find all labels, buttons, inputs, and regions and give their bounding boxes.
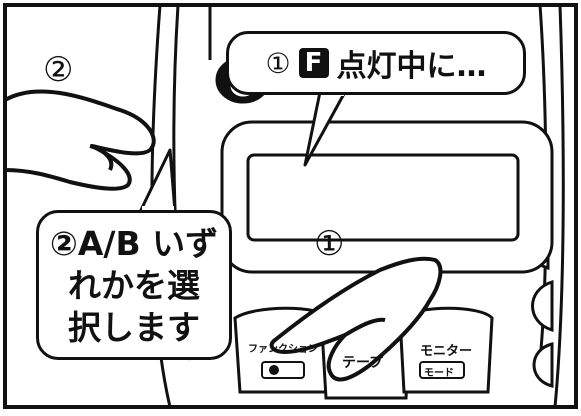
step-number-1: ① [265, 46, 291, 80]
left-callout-line-2: れかを選 [68, 266, 200, 305]
monitor-mode-label: モード [424, 368, 454, 379]
left-callout-line-3: 択します [68, 308, 200, 347]
step-marker-1: ① [314, 224, 345, 264]
function-key-label: ファンクション [248, 344, 318, 355]
f-key-icon: F [298, 48, 329, 78]
callout-pointers [138, 91, 347, 213]
right-hand [269, 256, 443, 382]
step-marker-2: ② [43, 50, 74, 90]
left-callout-line-1: ②A/B いず [49, 224, 219, 263]
lcd-display [220, 120, 554, 274]
key-icons [261, 361, 465, 379]
top-callout-text: 点灯中に… [336, 49, 487, 84]
monitor-key-label: モニター [420, 344, 473, 359]
tape-key-label: テープ [342, 355, 384, 371]
left-hand [3, 89, 156, 191]
left-callout-bubble: ②A/B いず れかを選 択します [36, 210, 232, 360]
top-callout-bubble: ① F 点灯中に… [226, 31, 526, 95]
illustration-frame [3, 3, 578, 409]
